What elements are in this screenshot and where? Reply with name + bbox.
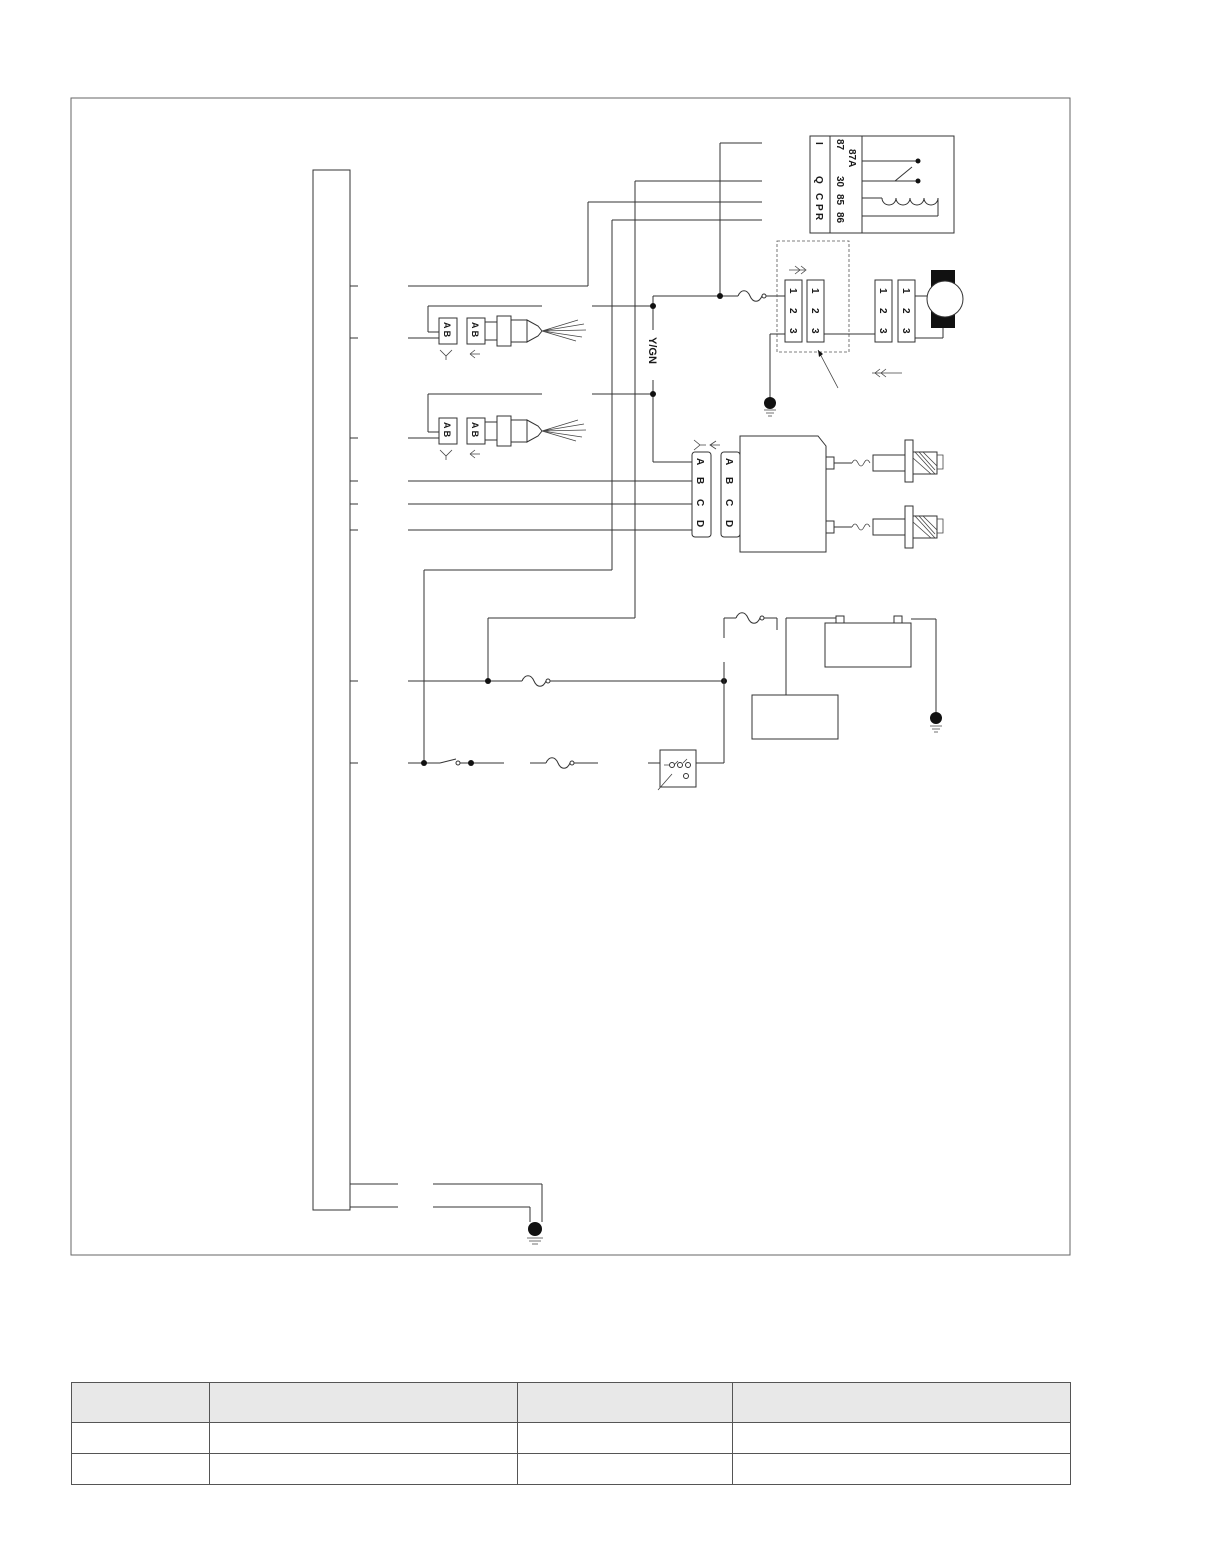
ecu-female-pin-d: D: [694, 520, 705, 527]
ecu-female-pin-b: B: [694, 477, 705, 484]
sensor-2: A B A B: [408, 393, 653, 460]
relay-pin-c: C: [813, 193, 824, 200]
relay-pin-86: 86: [834, 212, 845, 224]
table-cell: [71, 1422, 210, 1454]
battery: [824, 622, 912, 668]
pump-conn-female-pin-2: 2: [787, 308, 798, 314]
pump-pin-3a: 3: [877, 328, 888, 334]
ecu-female-pin-a: A: [694, 458, 705, 465]
pump-connector: 1 2 3 1 2 3 1 2 3 1 2 3: [764, 240, 964, 417]
spark-plug-1-icon: [851, 439, 944, 483]
sensor-2-pins-female: A B: [442, 422, 452, 438]
relay: I Q C P R 87 87A 30 85 86: [809, 135, 955, 234]
table-header-cell: [732, 1382, 1071, 1423]
pump-conn-male-pin-1: 1: [809, 288, 820, 294]
table-cell: [517, 1453, 733, 1485]
relay-wires: [408, 142, 762, 763]
wiring-diagram: I Q C P R 87 87A 30 85 86: [70, 97, 1071, 1256]
regulator-box: [751, 694, 839, 740]
relay-pin-85: 85: [834, 194, 845, 206]
relay-pin-r: R: [813, 213, 824, 221]
table-cell: [209, 1453, 518, 1485]
spark-plug-2-icon: [851, 505, 944, 549]
pump-conn-female-pin-1: 1: [787, 288, 798, 294]
diagram-frame: [70, 97, 1071, 1256]
table-cell: [517, 1422, 733, 1454]
wire-label-y-gn: Y/GN: [646, 337, 658, 364]
pump-pin-3b: 3: [900, 328, 911, 334]
table-header-cell: [71, 1382, 210, 1423]
harness-ground: [433, 1183, 543, 1245]
table-cell: [732, 1422, 1071, 1454]
ecu-male-pin-b: B: [723, 477, 734, 484]
legend-table: [71, 1382, 1071, 1485]
relay-pin-p: P: [813, 204, 824, 211]
ecu-female-pin-c: C: [694, 499, 705, 506]
pump-pin-1a: 1: [877, 288, 888, 294]
power-section: [408, 612, 942, 763]
relay-pin-i: I: [813, 142, 824, 145]
ecu-male-pin-a: A: [723, 458, 734, 465]
sensor-2-pins-male: A B: [470, 422, 480, 438]
table-header-row: [71, 1382, 1071, 1423]
pump-pin-1b: 1: [900, 288, 911, 294]
relay-pin-87: 87: [834, 139, 845, 151]
ecu-male-pin-c: C: [723, 499, 734, 506]
table-header-cell: [209, 1382, 518, 1423]
table-cell: [732, 1453, 1071, 1485]
relay-pin-30: 30: [834, 176, 845, 188]
sensor-1-pins-male: A B: [470, 322, 480, 338]
pump-pin-2a: 2: [877, 308, 888, 314]
switch-row: [408, 749, 724, 791]
table-cell: [71, 1453, 210, 1485]
pump-pin-2b: 2: [900, 308, 911, 314]
pump-conn-female-pin-3: 3: [787, 328, 798, 334]
table-cell: [209, 1422, 518, 1454]
harness-bar: [312, 169, 398, 1211]
table-header-cell: [517, 1382, 733, 1423]
table-row: [71, 1453, 1071, 1485]
relay-pin-q: Q: [813, 176, 824, 184]
relay-pins-right: 87 87A 30 85 86: [834, 139, 857, 224]
table-row: [71, 1422, 1071, 1454]
y-gn-trunk: Y/GN: [646, 290, 785, 463]
relay-pins-left: I Q C P R: [813, 142, 824, 221]
pump-conn-male-pin-3: 3: [809, 328, 820, 334]
ecu-male-pin-d: D: [723, 520, 734, 527]
sensor-1: A B A B: [408, 305, 653, 360]
sensor-1-pins-female: A B: [442, 322, 452, 338]
ignition-module: A B C D A B C D: [408, 435, 944, 553]
pump-conn-male-pin-2: 2: [809, 308, 820, 314]
relay-pin-87a: 87A: [846, 149, 857, 167]
